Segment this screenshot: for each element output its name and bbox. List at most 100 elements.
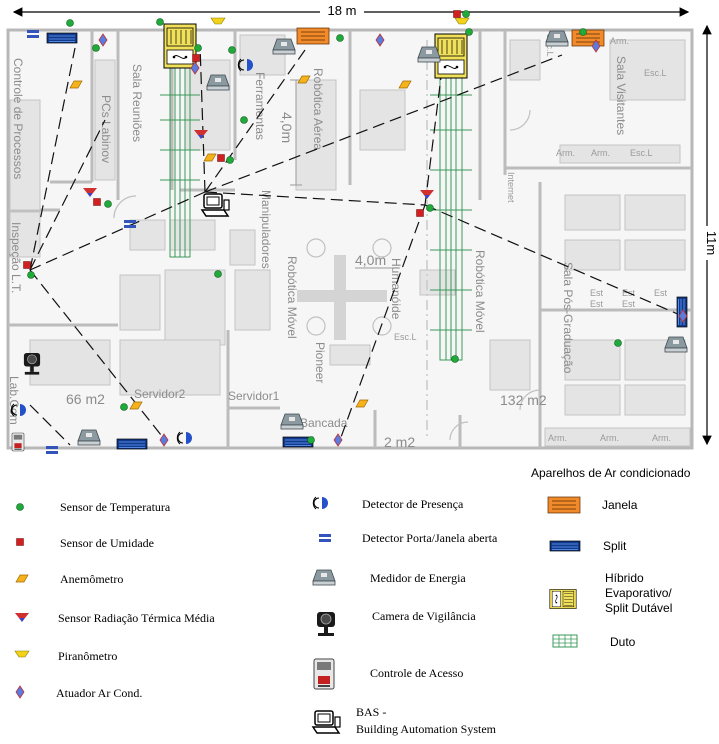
pyranometer xyxy=(210,17,226,25)
room-reunioes: Sala Reuniões xyxy=(130,64,144,142)
temperature-sensor xyxy=(307,436,315,444)
height-label: 11m xyxy=(704,231,719,255)
pyranometer xyxy=(454,17,470,25)
legend-duct-icon xyxy=(552,634,578,648)
energy-meter xyxy=(272,38,296,55)
temperature-sensor xyxy=(465,28,473,36)
legend-actuator-icon xyxy=(15,685,25,699)
inner-dim-b: 4,0m xyxy=(355,252,386,268)
split-ac-bottom-left xyxy=(116,438,148,450)
humidity-sensor xyxy=(23,261,31,269)
humidity-sensor xyxy=(192,54,200,62)
legend-presence: Detector de Presença xyxy=(362,497,464,511)
legend-humidity-icon xyxy=(16,538,24,546)
temperature-sensor xyxy=(426,204,434,212)
legend-access-icon xyxy=(313,658,335,690)
legend-temperature-icon xyxy=(16,503,24,511)
energy-meter xyxy=(77,429,101,446)
temperature-sensor xyxy=(226,156,234,164)
energy-meter xyxy=(417,46,441,63)
room-bancada: Bancada xyxy=(300,416,348,430)
room-arm-6: Arm. xyxy=(610,36,629,46)
room-robotica-movel-b: Robótica Móvel xyxy=(473,250,487,333)
humidity-sensor xyxy=(453,10,461,18)
area-132: 132 m2 xyxy=(500,392,547,408)
symbol-legend: Sensor de Temperatura Sensor de Umidade … xyxy=(14,496,498,736)
legend-temperature: Sensor de Temperatura xyxy=(60,500,171,514)
ac-legend-title: Aparelhos de Ar condicionado xyxy=(531,466,691,480)
legend-hybrid-3: Split Dutável xyxy=(605,601,672,615)
room-robotica-aerea: Robótica Aérea xyxy=(311,68,325,150)
room-arm-5: Arm. xyxy=(652,433,671,443)
temperature-sensor xyxy=(27,271,35,279)
duct-right xyxy=(430,59,472,361)
legend-actuator: Atuador Ar Cond. xyxy=(56,686,142,700)
width-label: 18 m xyxy=(328,3,357,18)
humidity-sensor xyxy=(93,198,101,206)
temperature-sensor xyxy=(614,339,622,347)
legend-door: Detector Porta/Janela aberta xyxy=(362,531,498,545)
energy-meter xyxy=(545,30,569,47)
room-ferramentas: Ferramentas xyxy=(253,72,267,140)
room-visitantes: Sala Visitantes xyxy=(614,56,628,135)
legend-camera-icon xyxy=(316,611,336,637)
window-ac-top-mid xyxy=(296,27,330,45)
temperature-sensor xyxy=(240,116,248,124)
room-servidor2: Servidor2 xyxy=(134,387,186,401)
width-dimension: 18 m xyxy=(12,3,690,19)
legend-hybrid-ac-icon xyxy=(549,589,577,609)
room-humanoide: Humanóide xyxy=(389,258,403,320)
temperature-sensor xyxy=(194,44,202,52)
legend-bas-icon xyxy=(312,710,341,734)
temperature-sensor xyxy=(156,18,164,26)
room-esc-2: Esc.L xyxy=(630,148,653,158)
door-detector xyxy=(46,446,58,454)
room-labcom: Lab.Com xyxy=(7,376,21,425)
legend-anemometer: Anemômetro xyxy=(60,572,123,586)
legend-energy: Medidor de Energia xyxy=(370,571,466,585)
temperature-sensor xyxy=(66,19,74,27)
room-est-5: Est xyxy=(622,299,636,309)
legend-door-icon xyxy=(319,534,331,542)
temperature-sensor xyxy=(92,44,100,52)
building-floor: 4,0m 4,0m xyxy=(6,28,694,450)
room-robotica-movel-a: Robótica Móvel xyxy=(285,256,299,339)
room-est-1: Est xyxy=(590,288,604,298)
temperature-sensor xyxy=(451,355,459,363)
temperature-sensor xyxy=(462,10,470,18)
hybrid-ac-left xyxy=(163,23,197,69)
legend-hybrid-2: Evaporativo/ xyxy=(605,586,672,600)
room-inspecao: Inspeção L.T. xyxy=(9,222,23,293)
temperature-sensor xyxy=(104,200,112,208)
temperature-sensor xyxy=(579,28,587,36)
room-est-4: Est xyxy=(590,299,604,309)
inner-dim-a: 4,0m xyxy=(279,112,295,143)
temperature-sensor xyxy=(228,46,236,54)
room-est-3: Est xyxy=(654,288,668,298)
access-control-plan xyxy=(11,432,25,452)
area-66: 66 m2 xyxy=(66,391,105,407)
split-ac-top-left xyxy=(46,32,78,44)
legend-duct: Duto xyxy=(610,635,636,649)
temperature-sensor xyxy=(336,34,344,42)
room-controle: Controle de Processos xyxy=(11,58,25,179)
room-esc-1: Esc.L xyxy=(644,68,667,78)
room-esc-3: Esc.L xyxy=(394,332,417,342)
legend-radiation-icon xyxy=(15,613,29,622)
room-servidor1: Servidor1 xyxy=(228,389,280,403)
room-labels: Controle de Processos Inspeção L.T. PCs … xyxy=(7,34,671,450)
energy-meter xyxy=(664,336,688,353)
room-arm-3: Arm. xyxy=(548,433,567,443)
ac-legend: Aparelhos de Ar condicionado Janela Spli… xyxy=(531,466,691,649)
room-arm-2: Arm. xyxy=(591,148,610,158)
legend-access: Controle de Acesso xyxy=(370,666,463,680)
legend-window-ac: Janela xyxy=(602,498,638,512)
legend-split-ac-icon xyxy=(549,540,581,552)
energy-meter xyxy=(206,74,230,91)
legend-split-ac: Split xyxy=(603,539,627,553)
legend-pyranometer-icon xyxy=(14,650,30,658)
legend-humidity: Sensor de Umidade xyxy=(60,536,154,550)
hybrid-ac-right xyxy=(434,33,468,79)
legend-hybrid-1: Híbrido xyxy=(605,571,644,585)
room-internet: Internet xyxy=(506,172,516,203)
